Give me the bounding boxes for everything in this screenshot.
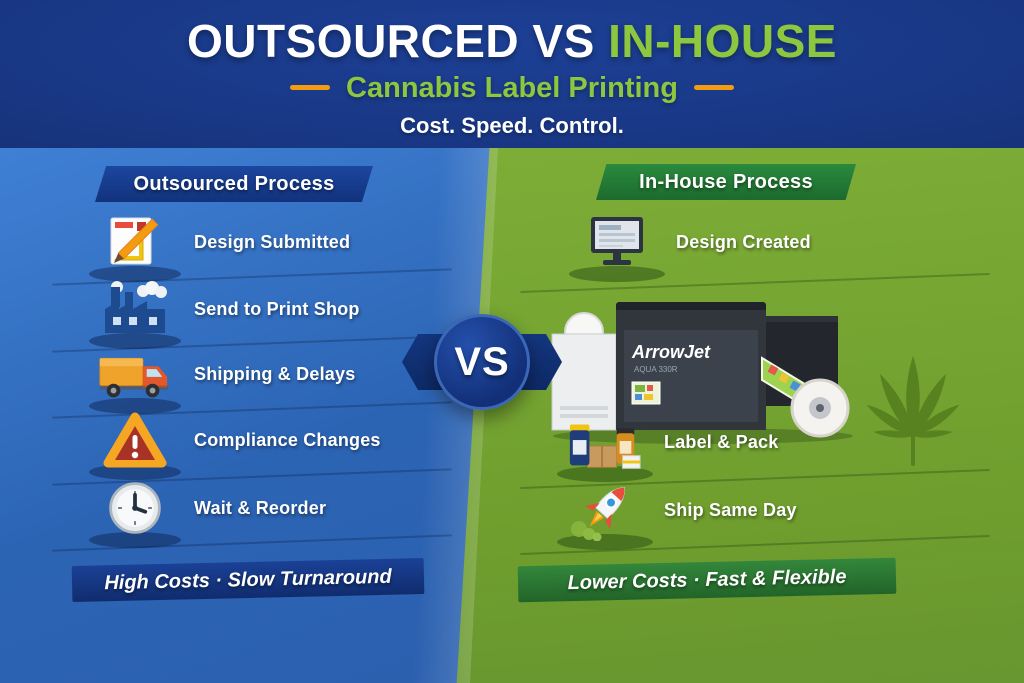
inhouse-process-banner: In-House Process — [596, 164, 856, 200]
title-accent: IN-HOUSE — [608, 15, 837, 67]
step-label: Wait & Reorder — [194, 497, 327, 518]
jars-icon — [566, 410, 644, 474]
subtitle-dash-right — [693, 84, 734, 90]
outsourced-step-design: Design Submitted — [96, 210, 350, 274]
inhouse-step-design: Design Created — [578, 210, 811, 274]
outsourced-step-shipping: Shipping & Delays — [96, 342, 355, 406]
truck-icon — [96, 342, 174, 406]
title-main: OUTSOURCED VS — [187, 15, 595, 67]
warning-icon — [96, 408, 174, 472]
monitor-icon — [578, 210, 656, 274]
tagline: Cost. Speed. Control. — [400, 113, 624, 138]
step-label: Ship Same Day — [664, 499, 797, 520]
outsourced-step-print-shop: Send to Print Shop — [96, 277, 360, 341]
subtitle-dash-left — [290, 84, 331, 90]
printer-brand-text: ArrowJet — [631, 342, 711, 362]
page-title: OUTSOURCED VS IN-HOUSE — [0, 14, 1024, 68]
step-label: Send to Print Shop — [194, 298, 360, 319]
clock-icon — [96, 476, 174, 540]
comparison-body: Outsourced Process In-House Process — [0, 148, 1024, 683]
subtitle-text: Cannabis Label Printing — [346, 72, 678, 104]
printer-model-text: AQUA 330R — [634, 365, 678, 374]
step-label: Label & Pack — [664, 431, 779, 452]
factory-icon — [96, 277, 174, 341]
step-label: Design Submitted — [194, 231, 351, 252]
rocket-icon — [566, 478, 644, 542]
design-icon — [96, 210, 174, 274]
outsourced-step-compliance: Compliance Changes — [96, 408, 381, 472]
step-label: Design Created — [676, 231, 811, 252]
cannabis-leaf-icon — [806, 286, 1021, 491]
subtitle: Cannabis Label Printing — [0, 72, 1024, 105]
vs-label: VS — [454, 339, 510, 384]
outsourced-process-banner: Outsourced Process — [95, 166, 373, 202]
outsourced-step-wait: Wait & Reorder — [96, 476, 326, 540]
step-label: Shipping & Delays — [194, 363, 356, 384]
header: OUTSOURCED VS IN-HOUSE Cannabis Label Pr… — [0, 0, 1024, 148]
step-label: Compliance Changes — [194, 429, 381, 450]
inhouse-step-label-pack: Label & Pack — [566, 410, 778, 474]
inhouse-step-ship: Ship Same Day — [566, 478, 797, 542]
vs-badge: VS — [434, 314, 530, 410]
